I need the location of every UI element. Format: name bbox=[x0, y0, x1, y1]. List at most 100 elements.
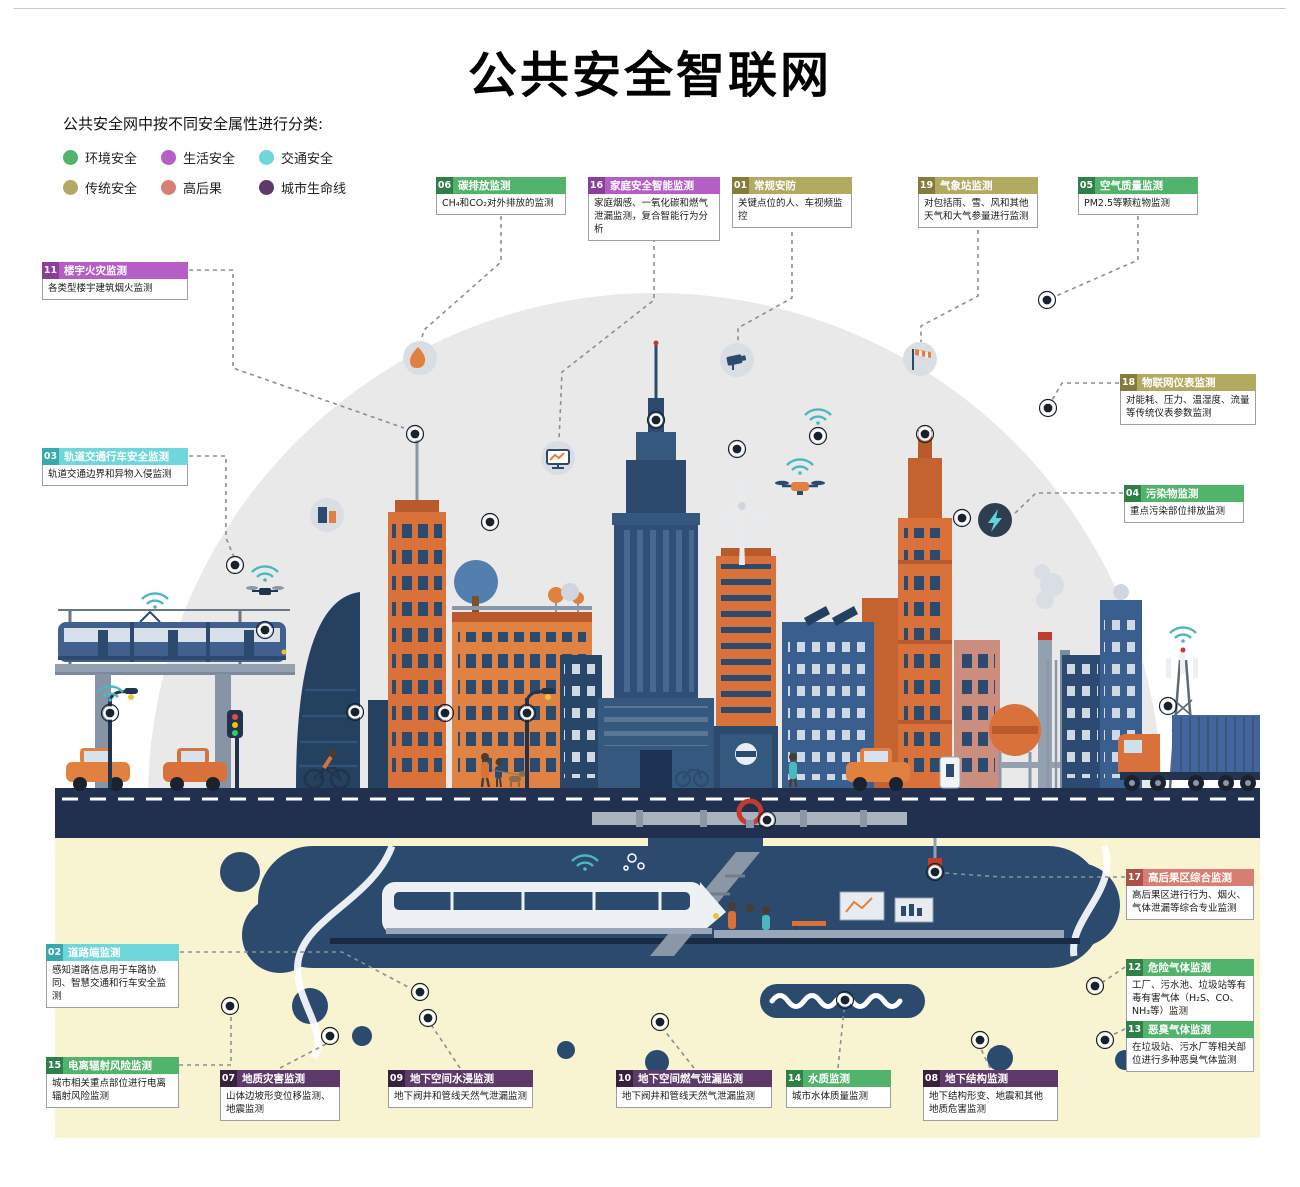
callout-title: 空气质量监测 bbox=[1095, 177, 1198, 194]
callout-body: 感知道路信息用于车路协同、智慧交通和行车安全监测 bbox=[46, 961, 179, 1009]
wifi-signal-icon bbox=[1168, 626, 1198, 644]
subway-train bbox=[382, 882, 726, 934]
callout-number: 13 bbox=[1126, 1021, 1143, 1038]
lightning-icon bbox=[978, 503, 1012, 537]
callout-title: 地下结构监测 bbox=[940, 1070, 1058, 1087]
callout-title: 地下空间水浸监测 bbox=[405, 1070, 533, 1087]
callout-body: 工厂、污水池、垃圾站等有毒有害气体（H₂S、CO、NH₃等）监测 bbox=[1126, 976, 1254, 1024]
callout-number: 10 bbox=[616, 1070, 633, 1087]
salmon-building bbox=[954, 640, 1000, 788]
phone-kiosk bbox=[939, 756, 961, 789]
small-building bbox=[368, 700, 388, 788]
legend-item-traditional-safety: 传统安全 bbox=[63, 178, 161, 197]
car-taxi-2 bbox=[163, 748, 227, 791]
subtitle: 公共安全网中按不同安全属性进行分类: bbox=[63, 115, 324, 133]
callout-number: 16 bbox=[588, 177, 605, 194]
callout-body: 各类型楼宇建筑烟火监测 bbox=[42, 279, 188, 301]
subway-platform bbox=[714, 930, 1064, 940]
legend-item-environment-safety: 环境安全 bbox=[63, 148, 161, 167]
connector-lines bbox=[179, 216, 1139, 1069]
callout-number: 18 bbox=[1120, 374, 1137, 391]
callout-body: 地下结构形变、地震和其他地质危害监测 bbox=[923, 1087, 1058, 1122]
callout-body: 对包括雨、雪、风和其他天气和大气参量进行监测 bbox=[918, 194, 1038, 229]
elevated-train bbox=[58, 610, 287, 662]
legend-dot bbox=[63, 150, 78, 165]
callout-title: 水质监测 bbox=[803, 1070, 891, 1087]
callout-body: 城市水体质量监测 bbox=[786, 1087, 891, 1109]
callout-number: 19 bbox=[918, 177, 935, 194]
callout-number: 15 bbox=[46, 1057, 63, 1074]
callout-body: 关键点位的人、车视频监控 bbox=[732, 194, 852, 229]
legend-dot bbox=[63, 180, 78, 195]
callout-number: 09 bbox=[388, 1070, 405, 1087]
callout-title: 物联网仪表监测 bbox=[1137, 374, 1256, 391]
wind-turbine bbox=[718, 479, 766, 565]
legend-dot bbox=[161, 150, 176, 165]
bubbles bbox=[623, 853, 645, 871]
callout-title: 常规安防 bbox=[749, 177, 852, 194]
legend-dot bbox=[161, 180, 176, 195]
callout-number: 04 bbox=[1124, 485, 1141, 502]
callout-body: CH₄和CO₂对外排放的监测 bbox=[436, 194, 566, 216]
page-title: 公共安全智联网 bbox=[467, 47, 832, 104]
callout-body: 轨道交通边界和异物入侵监测 bbox=[42, 465, 188, 487]
building-meter-icon bbox=[310, 498, 344, 532]
car-taxi-1 bbox=[66, 748, 130, 791]
callout-body: 重点污染部位排放监测 bbox=[1124, 502, 1244, 524]
platform-bench bbox=[792, 921, 826, 930]
callout-title: 电离辐射风险监测 bbox=[63, 1057, 179, 1074]
callout-number: 11 bbox=[42, 262, 59, 279]
callout-body: 城市相关重点部位进行电离辐射风险监测 bbox=[46, 1074, 179, 1109]
callout-body: 对能耗、压力、温湿度、流量等传统仪表参数监测 bbox=[1120, 391, 1256, 426]
callout-number: 02 bbox=[46, 944, 63, 961]
orange-tower-a bbox=[388, 440, 446, 788]
callout-body: 地下阀井和管线天然气泄漏监测 bbox=[388, 1087, 533, 1109]
callout-title: 家庭安全智能监测 bbox=[605, 177, 720, 194]
info-boards bbox=[839, 891, 934, 923]
navy-slab bbox=[560, 655, 602, 788]
legend-item-high-consequence: 高后果 bbox=[161, 178, 259, 197]
traffic-light bbox=[227, 710, 243, 788]
callout-body: 地下阀井和管线天然气泄漏监测 bbox=[616, 1087, 772, 1109]
container-truck bbox=[1118, 715, 1260, 791]
callout-body: 在垃圾站、污水厂等相关部位进行多种恶臭气体监测 bbox=[1126, 1038, 1254, 1073]
callout-title: 轨道交通行车安全监测 bbox=[59, 448, 188, 465]
callout-number: 12 bbox=[1126, 959, 1143, 976]
callout-title: 道路端监测 bbox=[63, 944, 179, 961]
callout-title: 气象站监测 bbox=[935, 177, 1038, 194]
callout-body: PM2.5等颗粒物监测 bbox=[1078, 194, 1198, 216]
crescent-building bbox=[296, 592, 360, 788]
callout-number: 07 bbox=[220, 1070, 237, 1087]
drone-icon bbox=[775, 480, 825, 495]
parked-bicycle bbox=[675, 769, 709, 787]
callout-number: 03 bbox=[42, 448, 59, 465]
callout-number: 05 bbox=[1078, 177, 1095, 194]
callout-body: 山体边坡形变位移监测、地震监测 bbox=[220, 1087, 340, 1122]
callout-body: 家庭烟感、一氧化碳和燃气泄漏监测，复合智能行为分析 bbox=[588, 194, 720, 242]
callout-title: 地质灾害监测 bbox=[237, 1070, 340, 1087]
street-lamp-2 bbox=[525, 688, 555, 788]
orange-tower-c bbox=[898, 430, 952, 788]
drone-icon bbox=[246, 586, 284, 595]
platform-people bbox=[728, 902, 770, 930]
callout-title: 高后果区综合监测 bbox=[1143, 869, 1254, 886]
callout-number: 01 bbox=[732, 177, 749, 194]
cctv-camera-icon bbox=[720, 343, 754, 377]
underground-pipe bbox=[592, 798, 907, 828]
